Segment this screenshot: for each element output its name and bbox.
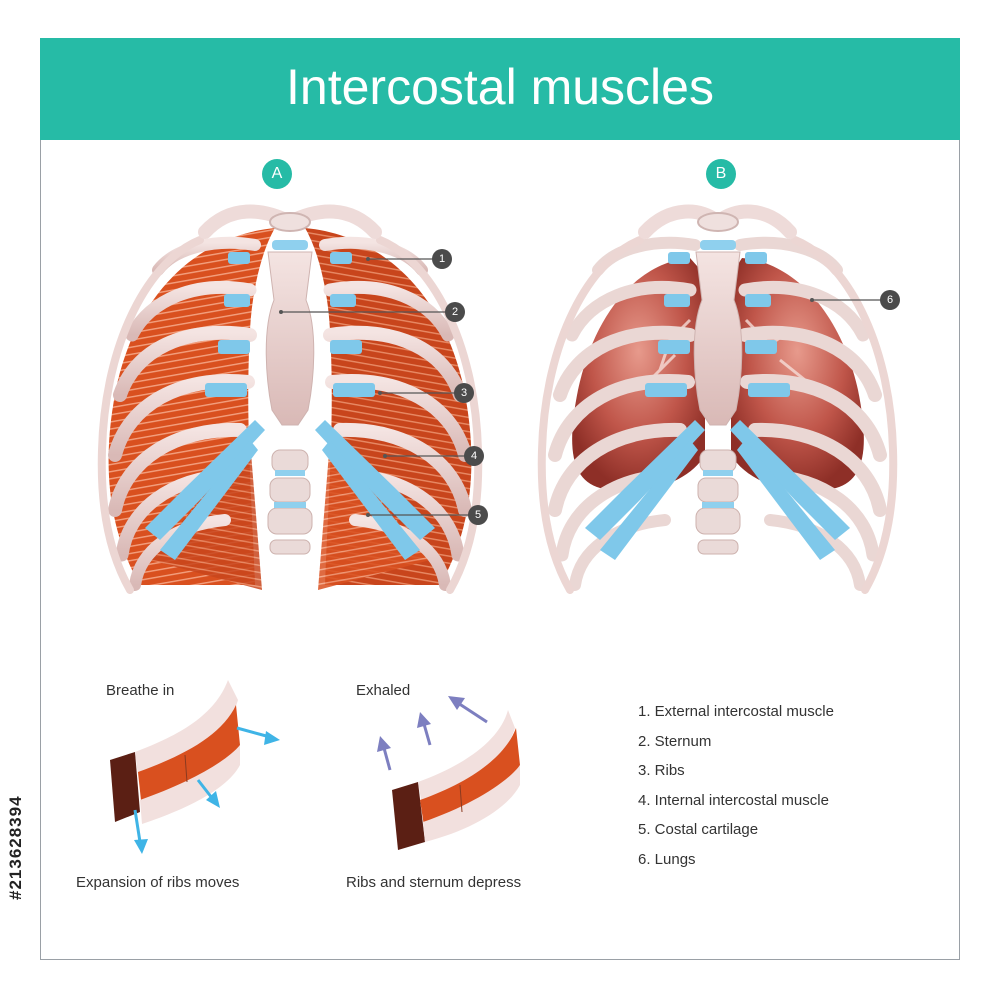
rib-a-2 — [125, 280, 257, 342]
inhale-rib-illustration — [110, 680, 240, 824]
rib-a-3 — [113, 325, 257, 402]
panel-a-badge: A — [262, 159, 292, 189]
callout-6: 6 — [880, 290, 900, 310]
inhale-caption: Expansion of ribs moves — [76, 874, 240, 891]
exhale-label: Exhaled — [356, 682, 411, 699]
exhale-caption: Ribs and sternum depress — [346, 874, 522, 891]
exhale-arrows — [377, 696, 488, 771]
inhale-label: Breathe in — [106, 682, 175, 699]
legend-list: 1. External intercostal muscle 2. Sternu… — [638, 697, 834, 875]
costal-cartilage-b — [585, 252, 850, 560]
title-banner — [40, 38, 960, 140]
sternum-a — [265, 251, 315, 426]
legend-item: 6. Lungs — [638, 850, 696, 868]
legend-item: 3. Ribs — [638, 762, 685, 780]
diagram-title: Intercostal muscles — [286, 59, 714, 115]
callout-4: 4 — [464, 446, 484, 466]
callout-1: 1 — [432, 249, 452, 269]
panel-b-badge: B — [706, 159, 736, 189]
costal-cartilage-a — [145, 252, 435, 560]
legend-item: 2. Sternum — [638, 732, 712, 750]
leader-lines-a — [281, 258, 478, 516]
legend-item: 1. External intercostal muscle — [638, 703, 834, 720]
rib-a-5 — [108, 422, 247, 517]
ribcage-a — [97, 204, 483, 594]
legend-item: 4. Internal intercostal muscle — [638, 791, 829, 809]
ribcage-b — [537, 204, 898, 594]
legend-item: 5. Costal cartilage — [638, 821, 759, 839]
stock-id-watermark: #213628394 — [6, 795, 25, 900]
inhale-arrows — [133, 726, 280, 854]
callout-5: 5 — [468, 505, 488, 525]
rib-a-4 — [108, 374, 255, 462]
sternum-b — [693, 251, 743, 426]
callout-2: 2 — [445, 302, 465, 322]
exhale-rib-illustration — [392, 710, 520, 850]
callout-3: 3 — [454, 383, 474, 403]
rib-a-7 — [129, 514, 231, 591]
